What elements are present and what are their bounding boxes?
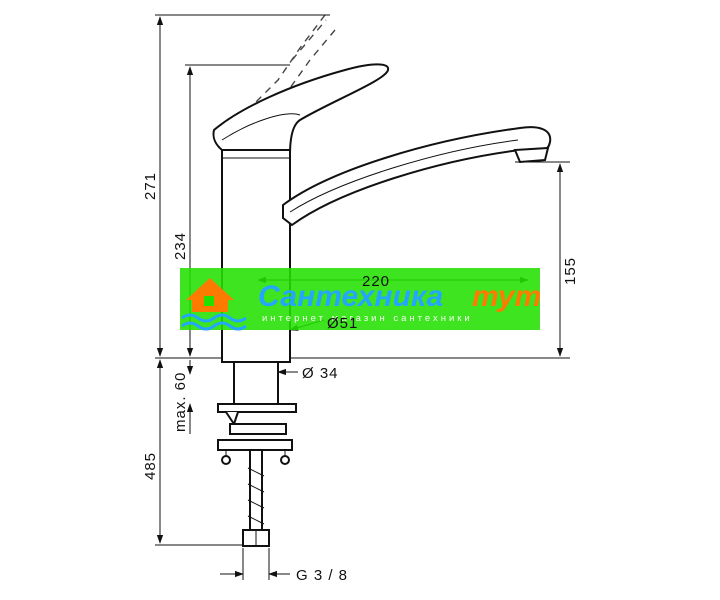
dim-485-label: 485 — [142, 452, 159, 480]
dim-155-label: 155 — [562, 257, 579, 285]
dim-max60-label: max. 60 — [172, 372, 189, 432]
watermark-title-part1: Сантехника — [258, 280, 443, 313]
house-waves-logo-icon — [181, 278, 247, 331]
faucet-lever — [212, 63, 390, 157]
faucet-spout — [282, 126, 552, 227]
dim-51-label: Ø51 — [327, 315, 358, 332]
watermark-banner: Сантехника тут интернет магазин сантехни… — [180, 268, 541, 331]
dimension-labels: 271 234 155 220 Ø51 Ø 34 max. 60 485 G 3… — [142, 172, 579, 584]
dim-g38-label: G 3 / 8 — [296, 567, 348, 584]
watermark-title-part2: тут — [472, 280, 541, 313]
dim-271-label: 271 — [142, 172, 159, 200]
faucet-body — [221, 149, 291, 363]
mounting-hardware — [217, 361, 297, 547]
dim-234-label: 234 — [172, 232, 189, 260]
dim-34-label: Ø 34 — [302, 365, 339, 382]
watermark-subtitle: интернет магазин сантехники — [262, 313, 473, 324]
dim-220-label: 220 — [362, 273, 390, 290]
